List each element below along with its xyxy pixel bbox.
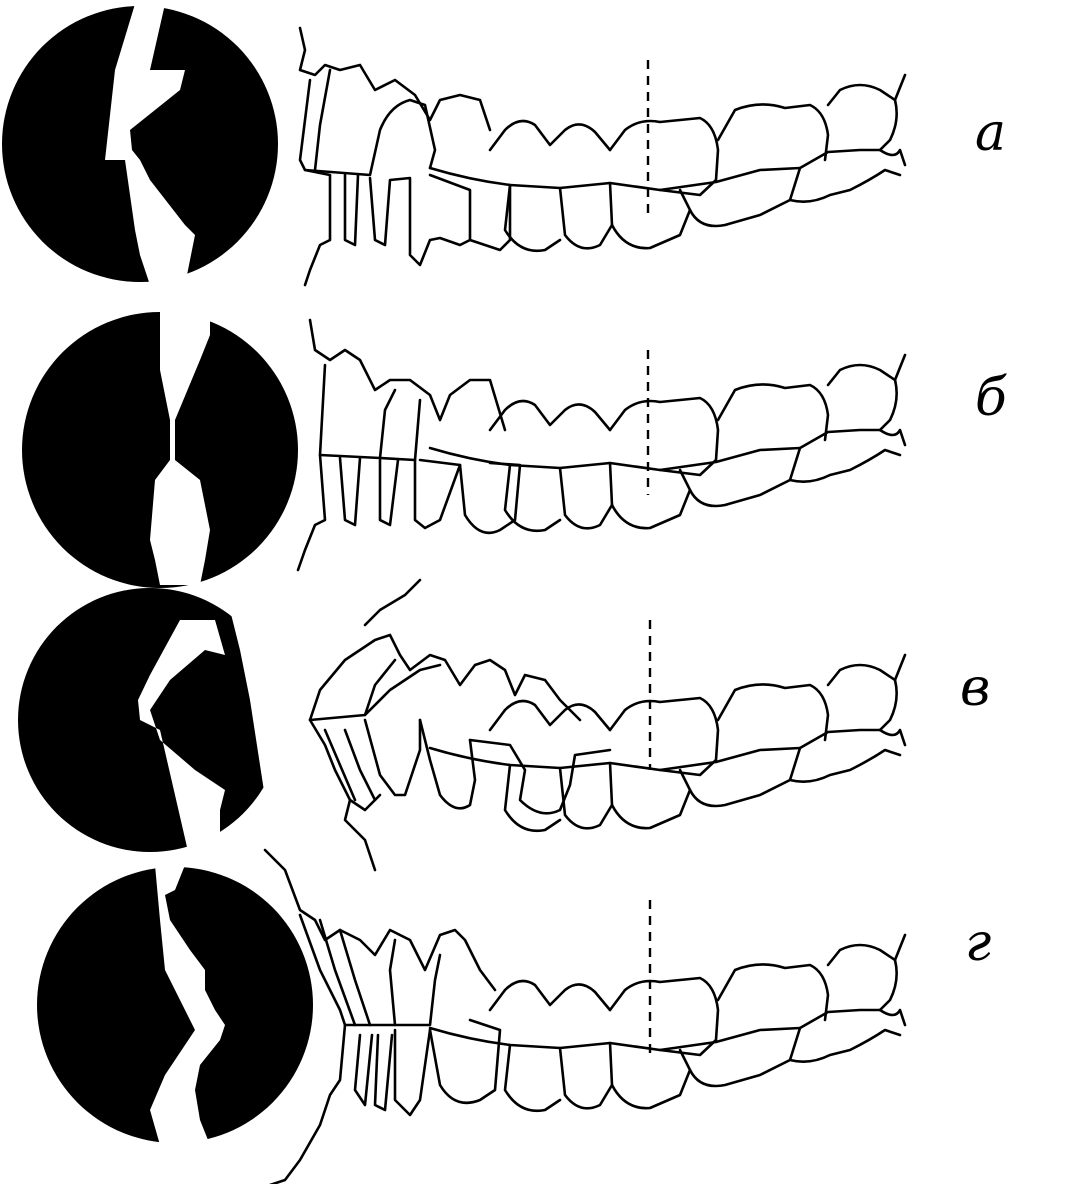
incisor-relation-circle-b bbox=[22, 312, 298, 588]
dentition-a bbox=[298, 26, 907, 287]
panel-label-v: в bbox=[960, 658, 990, 718]
incisor-relation-circle-v bbox=[18, 588, 285, 860]
incisor-relation-circle-g bbox=[37, 865, 313, 1145]
panel-label-b: б bbox=[975, 368, 1007, 428]
panel-label-a: а bbox=[975, 103, 1006, 163]
panel-g: г bbox=[37, 848, 991, 1184]
dentition-g bbox=[263, 848, 907, 1184]
dentition-b bbox=[296, 318, 907, 572]
dentition-v bbox=[308, 578, 907, 872]
panel-v: в bbox=[18, 578, 990, 872]
panel-b: б bbox=[22, 312, 1007, 588]
panel-a: а bbox=[2, 4, 1006, 287]
incisor-relation-circle-a bbox=[2, 4, 278, 285]
panel-label-g: г bbox=[965, 913, 991, 973]
